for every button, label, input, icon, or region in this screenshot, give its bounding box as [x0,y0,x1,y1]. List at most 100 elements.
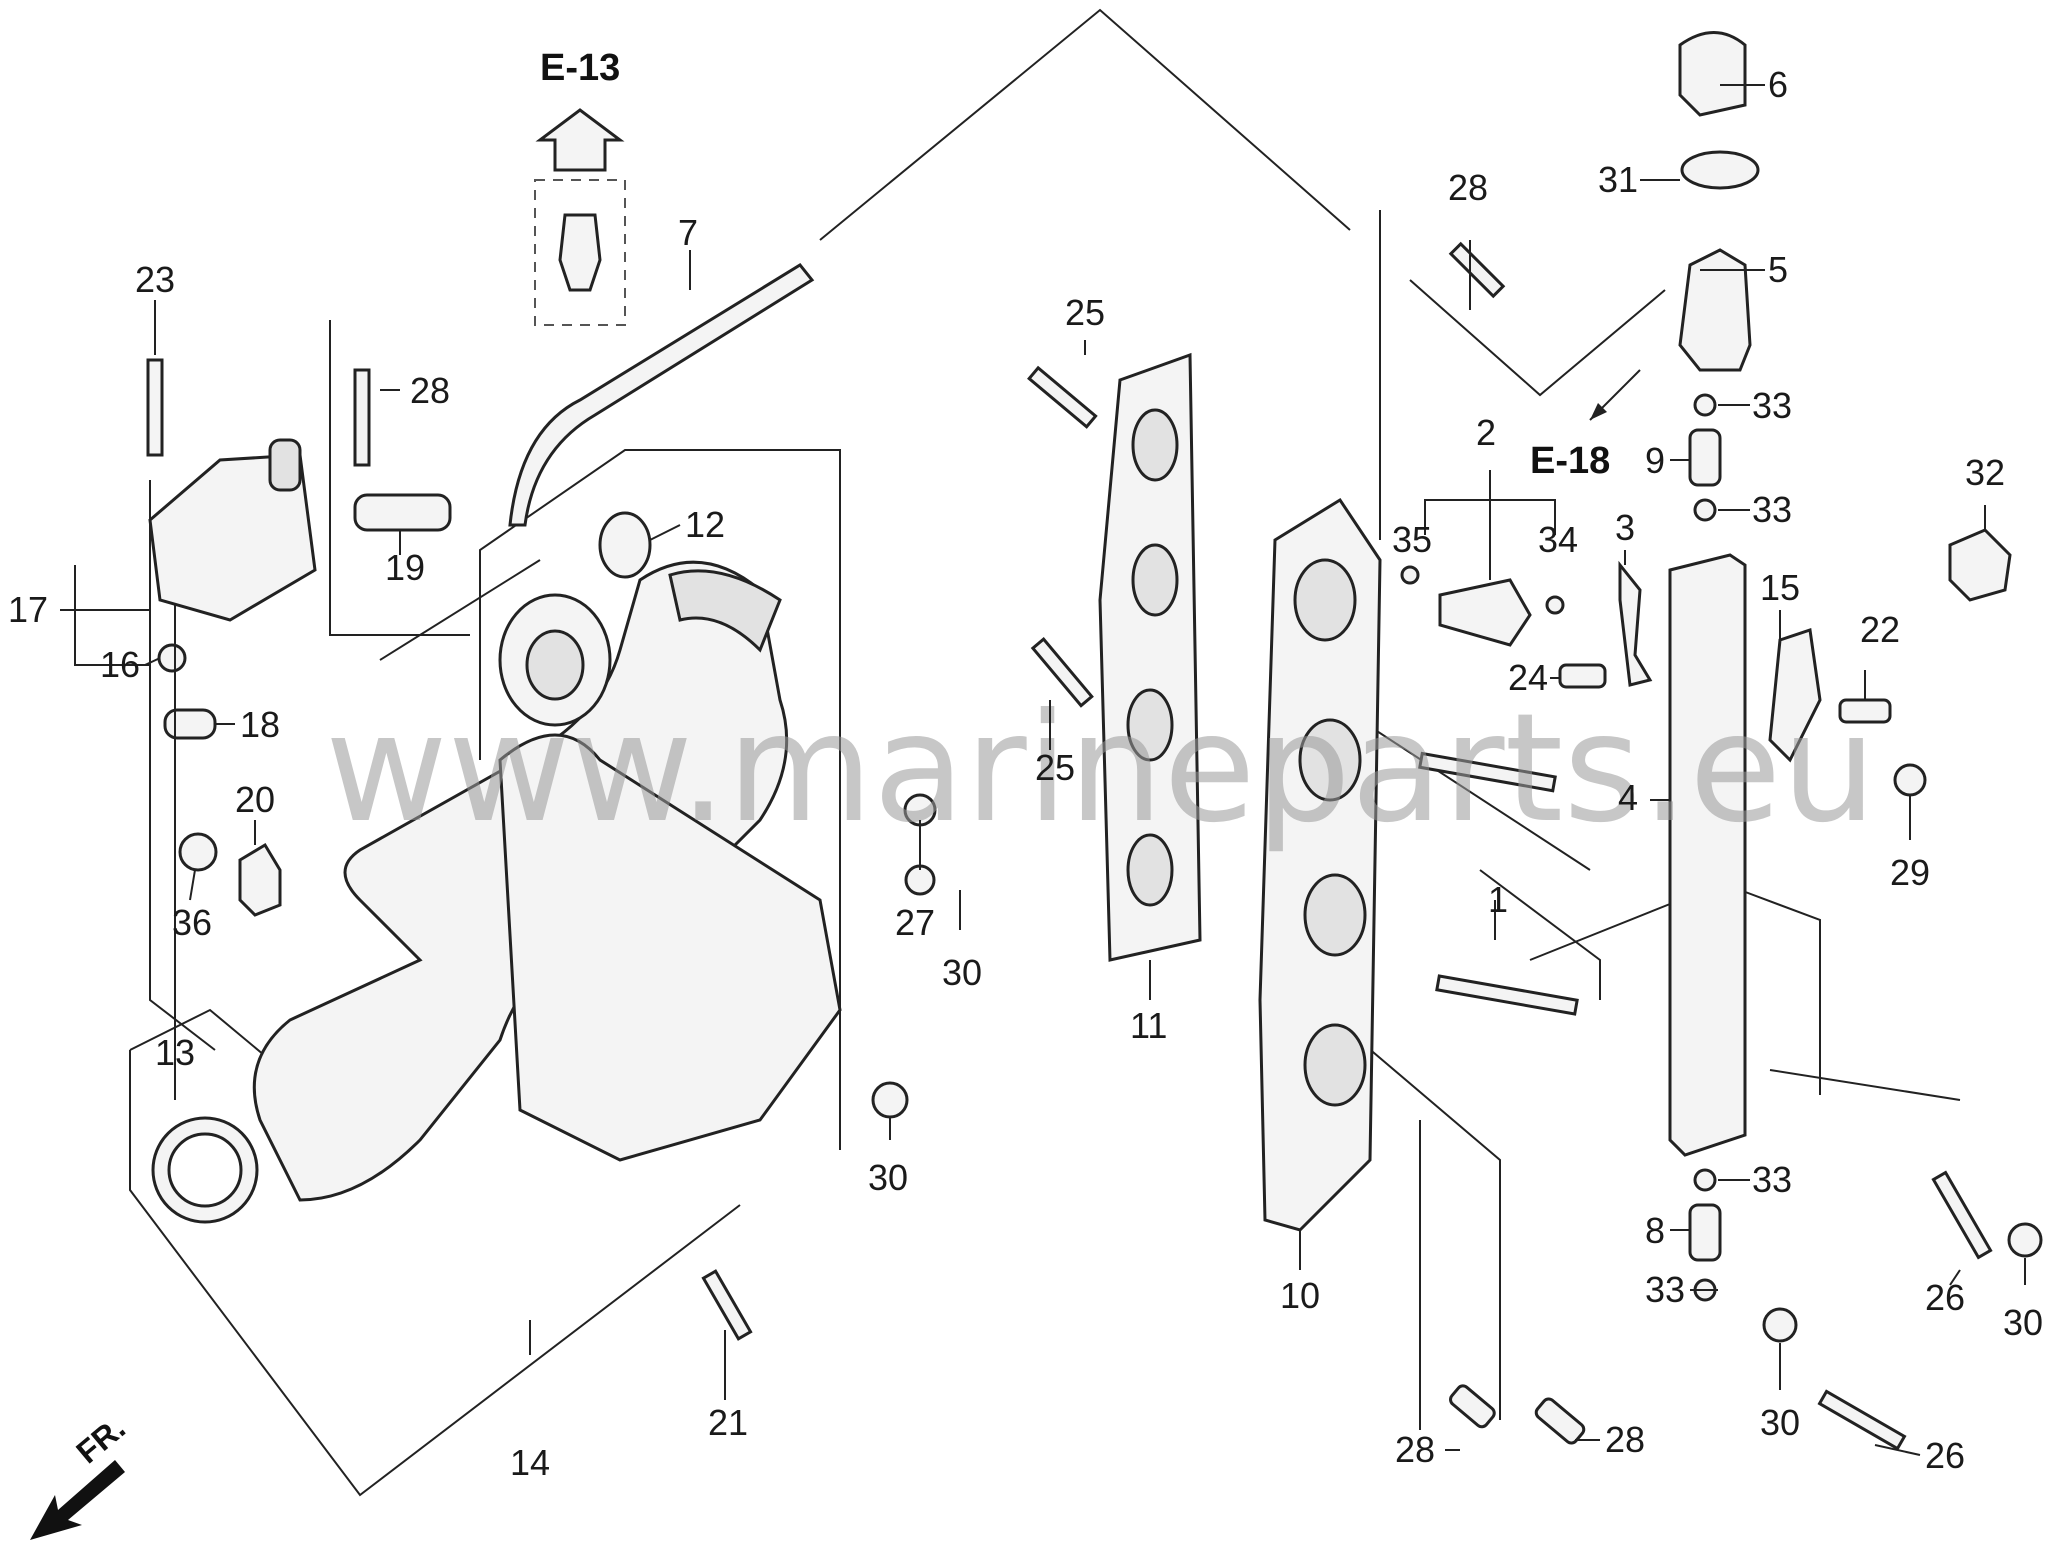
intake-gasket [1098,352,1202,962]
o-ring-12 [598,511,652,579]
callout-28-bottom-right[interactable]: 28 [1605,1419,1645,1460]
plenum [498,733,842,1162]
callout-10[interactable]: 10 [1280,1275,1320,1316]
gasket-13-bore [167,1132,243,1208]
callout-1[interactable]: 1 [1488,879,1508,920]
fuel-joint-6 [1678,31,1747,117]
callout-28-bottom-left[interactable]: 28 [1395,1429,1435,1470]
callout-30-b[interactable]: 30 [868,1157,908,1198]
stud-26-top [1931,1170,1993,1260]
hose-7 [508,263,815,527]
callout-33-a[interactable]: 33 [1752,385,1792,426]
mount-20 [238,842,282,917]
callout-20[interactable]: 20 [235,779,275,820]
arrow-head-icon [1590,403,1607,420]
iac-nozzle [268,438,302,492]
throttle-bore [525,629,585,701]
callout-25-top[interactable]: 25 [1065,292,1105,333]
base-port-3 [1303,873,1367,957]
callout-6[interactable]: 6 [1768,64,1788,105]
callout-26-top[interactable]: 26 [1925,1277,1965,1318]
fuel-joint-5 [1678,248,1752,372]
stud-26-bottom [1817,1389,1907,1451]
callout-17[interactable]: 17 [8,589,48,630]
callout-29[interactable]: 29 [1890,852,1930,893]
seal-8 [1688,1203,1722,1262]
callout-25-mid[interactable]: 25 [1035,747,1075,788]
nut-30-d [1762,1307,1798,1343]
callout-18[interactable]: 18 [240,704,280,745]
callout-24[interactable]: 24 [1508,657,1548,698]
bolt-21 [701,1269,753,1341]
stud-25-mid [1030,637,1094,708]
e13-label: E-13 [540,47,620,89]
stud-25-top [1027,365,1098,429]
up-arrow-icon [535,108,625,172]
callout-33-c[interactable]: 33 [1752,1159,1792,1200]
gasket-port-3 [1126,688,1174,762]
clamp-31 [1680,150,1760,190]
callout-13[interactable]: 13 [155,1032,195,1073]
washer-33-b [1693,498,1717,522]
manifold-runner [668,569,782,653]
callout-27[interactable]: 27 [895,902,935,943]
callout-22[interactable]: 22 [1860,609,1900,650]
front-direction: FR. [30,1410,132,1540]
clip-32 [1948,528,2012,602]
callout-32[interactable]: 32 [1965,452,2005,493]
callout-30-c[interactable]: 30 [2003,1302,2043,1343]
front-label: FR. [69,1410,132,1471]
callout-28-top[interactable]: 28 [410,370,450,411]
stud-1 [1435,974,1579,1016]
e18-reference[interactable]: E-18 [1530,369,1641,482]
gasket-port-1 [1131,408,1179,482]
callout-28-right[interactable]: 28 [1448,167,1488,208]
callout-16[interactable]: 16 [100,644,140,685]
callout-11[interactable]: 11 [1130,1005,1167,1046]
watermark: www.marineparts.eu [325,682,1877,856]
callout-14[interactable]: 14 [510,1442,550,1483]
washer-33-c [1693,1168,1717,1192]
callout-5[interactable]: 5 [1768,249,1788,290]
callout-35[interactable]: 35 [1392,519,1432,560]
gasket-port-2 [1131,543,1179,617]
leader-lines [60,84,2026,1456]
plate-3 [1618,560,1653,687]
callout-33-d[interactable]: 33 [1645,1269,1685,1310]
gasket-port-4 [1126,833,1174,907]
callout-34[interactable]: 34 [1538,519,1578,560]
base-port-1 [1293,558,1357,642]
nut-27 [904,864,936,896]
callout-26-bottom[interactable]: 26 [1925,1435,1965,1476]
callout-2[interactable]: 2 [1476,412,1496,453]
bolt-28-bottom-left [1449,1384,1496,1429]
parts [146,31,2043,1451]
callout-30-a[interactable]: 30 [942,952,982,993]
bolt-23 [146,358,164,457]
clip-icon [558,213,602,292]
callout-36[interactable]: 36 [172,902,212,943]
callout-4[interactable]: 4 [1618,777,1638,818]
callout-30-d[interactable]: 30 [1760,1402,1800,1443]
callout-12[interactable]: 12 [685,504,725,545]
callout-7[interactable]: 7 [678,212,698,253]
callout-21[interactable]: 21 [708,1402,748,1443]
clip-reference-box [534,179,626,326]
assembly-outlines [129,8,1961,1497]
e13-reference[interactable]: E-13 [534,47,626,326]
callout-19[interactable]: 19 [385,547,425,588]
callout-31[interactable]: 31 [1598,159,1638,200]
washer-35 [1400,565,1420,585]
grommet-16 [157,643,187,673]
bolt-28-top [353,368,371,467]
callout-9[interactable]: 9 [1645,440,1665,481]
callout-15[interactable]: 15 [1760,567,1800,608]
callout-33-b[interactable]: 33 [1752,489,1792,530]
base-port-2 [1298,718,1362,802]
callout-23[interactable]: 23 [135,259,175,300]
bracket-15 [1768,628,1822,763]
callout-8[interactable]: 8 [1645,1210,1665,1251]
callout-3[interactable]: 3 [1615,507,1635,548]
callouts: 1 2 3 4 5 6 7 8 9 10 11 12 13 14 15 16 1… [8,64,2043,1483]
